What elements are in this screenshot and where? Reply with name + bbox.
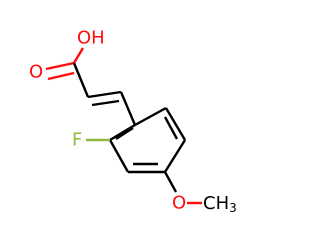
ring-bond-1 xyxy=(134,106,167,127)
structure-diagram: OH O F O CH3 xyxy=(29,28,237,216)
bond-alkene-b xyxy=(91,99,120,107)
ring-bond-5 xyxy=(108,139,130,173)
ring-bond-2 xyxy=(164,107,187,141)
bond-c-oh xyxy=(72,47,85,64)
ring-bond-6 xyxy=(109,123,136,142)
bond-alkene-a xyxy=(87,90,122,99)
atom-methyl: CH3 xyxy=(203,193,237,216)
bond-c-o-double-a xyxy=(45,61,75,71)
bond-ca-c1 xyxy=(72,62,90,98)
bond-ring-o-ether xyxy=(163,171,178,193)
atom-carbonyl-oxygen: O xyxy=(29,62,43,83)
atom-ether-oxygen: O xyxy=(172,193,186,214)
ring-inner-bond-1 xyxy=(163,116,179,140)
bond-c-o-double-b xyxy=(47,71,75,81)
ring-bond-3 xyxy=(163,139,187,173)
atom-hydroxyl: OH xyxy=(77,28,105,49)
methyl-subscript: 3 xyxy=(229,201,237,215)
methyl-ch: CH xyxy=(203,193,229,214)
ring-inner-bond-3 xyxy=(115,126,134,141)
bond-c2-ring xyxy=(119,91,137,126)
atom-fluorine: F xyxy=(72,130,82,151)
